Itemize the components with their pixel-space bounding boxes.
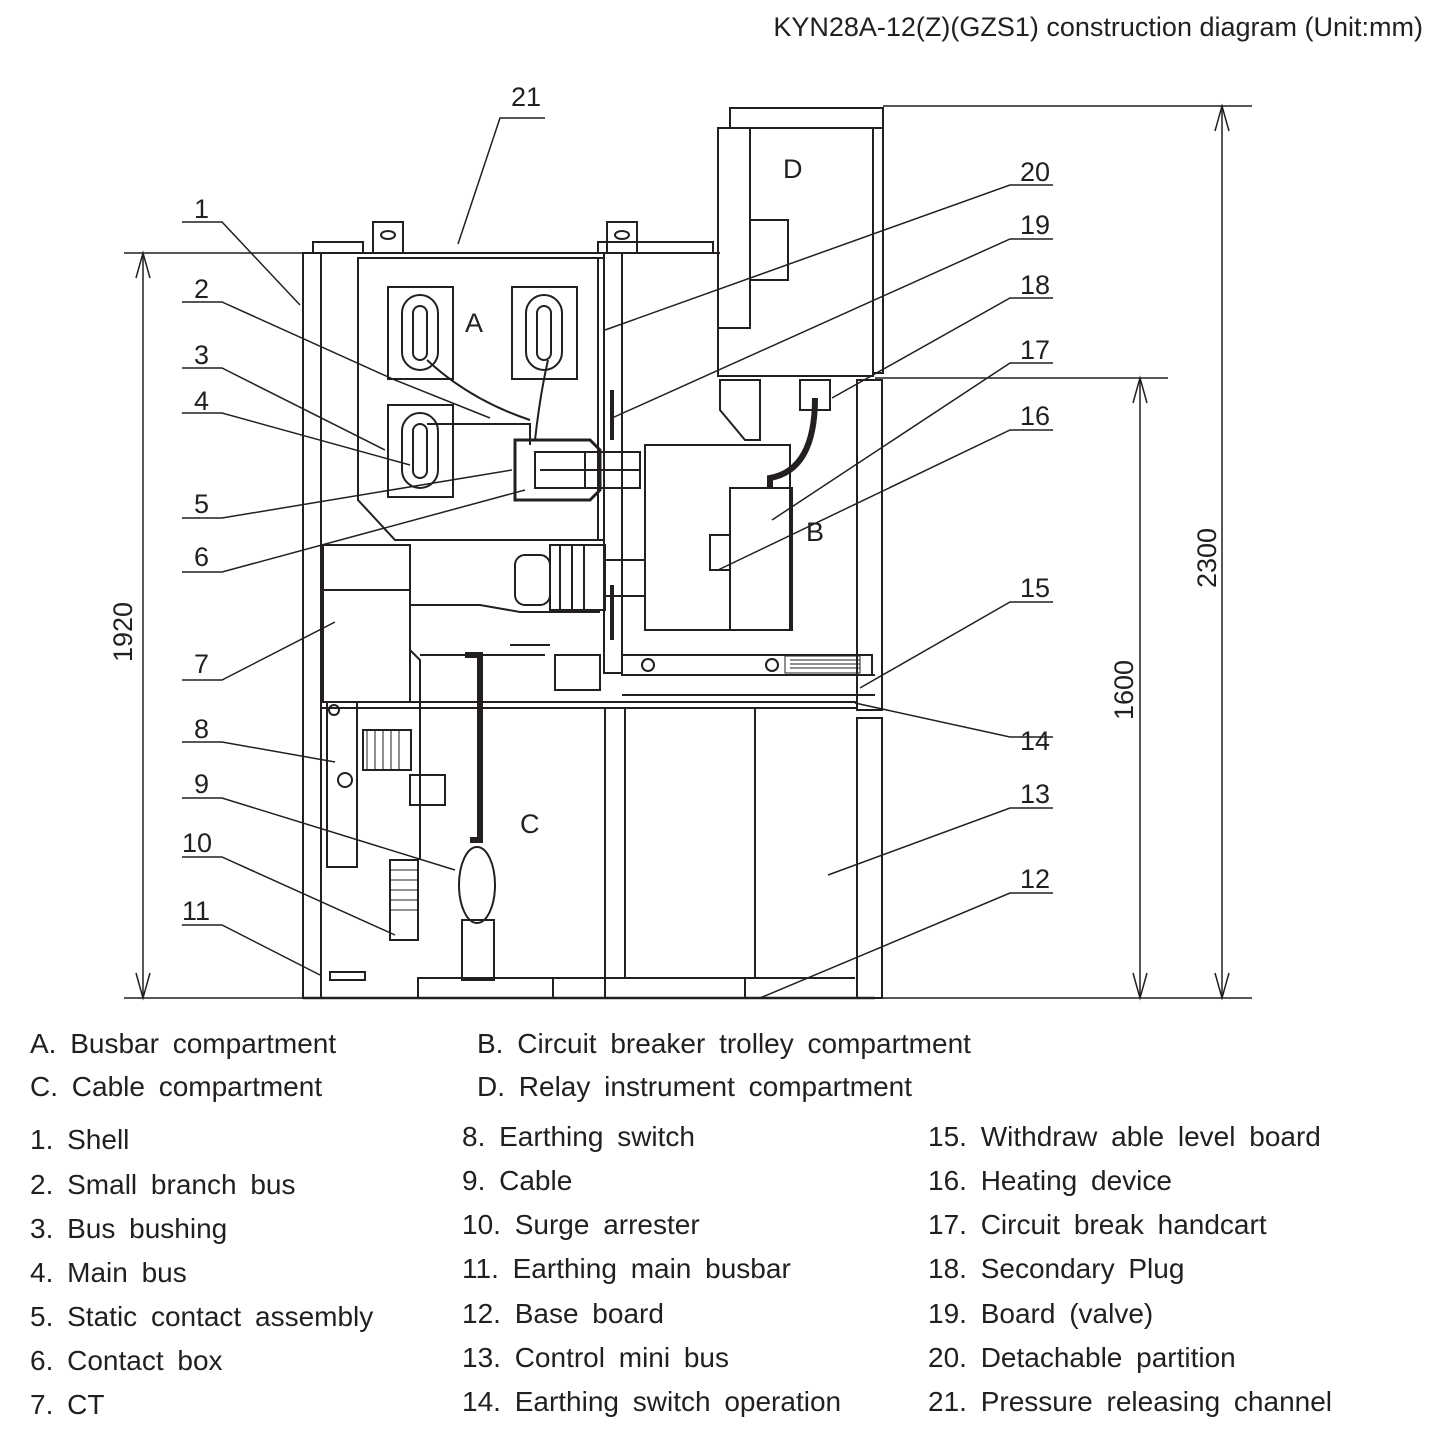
relay-compartment-d bbox=[717, 107, 884, 377]
legend-compartment-b: B. Circuit breaker trolley compartment bbox=[477, 1028, 971, 1059]
callout-12: 12 bbox=[1020, 864, 1050, 894]
legend-part-10: 10. Surge arrester bbox=[462, 1209, 700, 1240]
cable-compartment-c bbox=[321, 644, 857, 999]
legend-part-16: 16. Heating device bbox=[928, 1165, 1172, 1196]
callout-8: 8 bbox=[194, 714, 209, 744]
callout-20: 20 bbox=[1020, 157, 1050, 187]
switchgear-diagram: 1 2 3 4 5 6 7 8 9 10 11 12 13 14 15 16 1… bbox=[108, 82, 1252, 1001]
callout-13: 13 bbox=[1020, 779, 1050, 809]
diagram-title: KYN28A-12(Z)(GZS1) construction diagram … bbox=[773, 12, 1423, 42]
legend-part-6: 6. Contact box bbox=[30, 1345, 223, 1376]
callout-15: 15 bbox=[1020, 573, 1050, 603]
legend-part-9: 9. Cable bbox=[462, 1165, 573, 1196]
legend-part-18: 18. Secondary Plug bbox=[928, 1253, 1185, 1284]
dimension-1920: 1920 bbox=[108, 602, 138, 662]
callout-21: 21 bbox=[511, 82, 541, 112]
callout-2: 2 bbox=[194, 274, 209, 304]
legend-compartment-c: C. Cable compartment bbox=[30, 1071, 323, 1102]
callout-14: 14 bbox=[1020, 726, 1050, 756]
dimension-1600: 1600 bbox=[1109, 660, 1139, 720]
callout-19: 19 bbox=[1020, 210, 1050, 240]
detachable-partition bbox=[603, 252, 623, 674]
legend-part-8: 8. Earthing switch bbox=[462, 1121, 695, 1152]
callout-7: 7 bbox=[194, 649, 209, 679]
compartment-label-c: C bbox=[520, 809, 540, 839]
trolley-compartment-b bbox=[621, 379, 875, 696]
legend-part-2: 2. Small branch bus bbox=[30, 1169, 296, 1200]
legend-part-1: 1. Shell bbox=[30, 1124, 130, 1155]
legend-part-4: 4. Main bus bbox=[30, 1257, 187, 1288]
compartment-label-a: A bbox=[465, 308, 483, 338]
callout-5: 5 bbox=[194, 489, 209, 519]
legend-part-15: 15. Withdraw able level board bbox=[928, 1121, 1321, 1152]
legend-part-19: 19. Board (valve) bbox=[928, 1298, 1154, 1329]
callout-4: 4 bbox=[194, 386, 209, 416]
dimension-lines bbox=[124, 103, 1252, 1001]
legend-part-12: 12. Base board bbox=[462, 1298, 664, 1329]
busbar-compartment-a bbox=[357, 257, 641, 541]
right-shell bbox=[856, 379, 883, 999]
legend-part-3: 3. Bus bushing bbox=[30, 1213, 228, 1244]
cabinet-shell bbox=[302, 221, 875, 1000]
legend-part-5: 5. Static contact assembly bbox=[30, 1301, 374, 1332]
lower-contact bbox=[514, 544, 646, 611]
callout-6: 6 bbox=[194, 542, 209, 572]
legend-part-11: 11. Earthing main busbar bbox=[462, 1253, 791, 1284]
callout-10: 10 bbox=[182, 828, 212, 858]
legend-compartment-a: A. Busbar compartment bbox=[30, 1028, 337, 1059]
leader-lines bbox=[182, 117, 1053, 999]
callout-1: 1 bbox=[194, 194, 209, 224]
dimension-2300: 2300 bbox=[1192, 528, 1222, 588]
callout-11: 11 bbox=[182, 896, 210, 926]
callout-17: 17 bbox=[1020, 335, 1050, 365]
callout-18: 18 bbox=[1020, 270, 1050, 300]
legend-part-7: 7. CT bbox=[30, 1389, 105, 1420]
legend-compartment-d: D. Relay instrument compartment bbox=[477, 1071, 913, 1102]
legend-part-13: 13. Control mini bus bbox=[462, 1342, 730, 1373]
callout-16: 16 bbox=[1020, 401, 1050, 431]
callout-3: 3 bbox=[194, 340, 209, 370]
compartment-label-b: B bbox=[806, 517, 824, 547]
callout-9: 9 bbox=[194, 769, 209, 799]
legend-part-20: 20. Detachable partition bbox=[928, 1342, 1236, 1373]
ct-block bbox=[322, 544, 600, 703]
legend-part-14: 14. Earthing switch operation bbox=[462, 1386, 842, 1417]
legend-part-21: 21. Pressure releasing channel bbox=[928, 1386, 1333, 1417]
compartment-label-d: D bbox=[783, 154, 803, 184]
legend-part-17: 17. Circuit break handcart bbox=[928, 1209, 1267, 1240]
